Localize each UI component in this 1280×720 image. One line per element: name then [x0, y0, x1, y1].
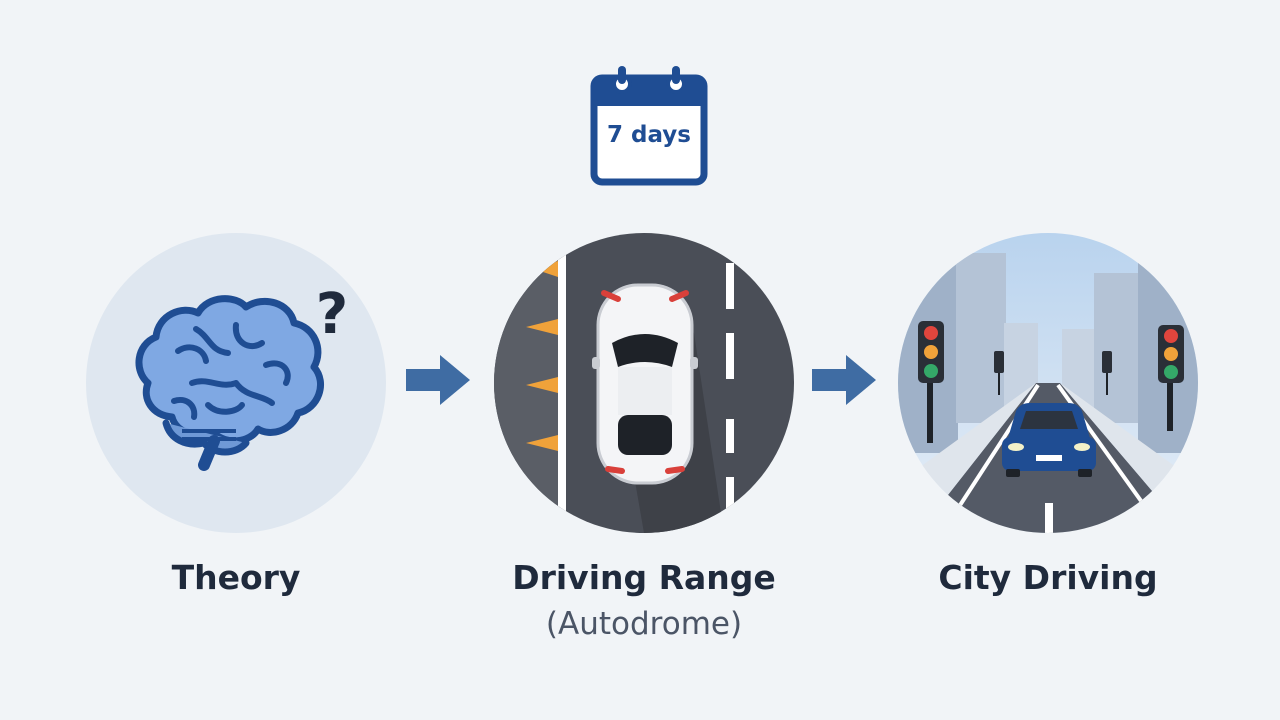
step-label-city-driving: City Driving: [938, 558, 1158, 597]
car-track-icon: [494, 233, 794, 533]
city-street-icon: [898, 233, 1198, 533]
step-sublabel-autodrome: (Autodrome): [545, 606, 743, 642]
question-mark-icon: ?: [316, 282, 348, 347]
brain-question-icon: ?: [135, 282, 348, 471]
duration-calendar: 7 days: [588, 62, 710, 186]
city-driving-circle: [898, 233, 1198, 533]
arrow-right-icon: [406, 355, 470, 405]
theory-circle: ?: [86, 233, 386, 533]
duration-label: 7 days: [607, 122, 691, 148]
step-label-theory: Theory: [171, 558, 301, 597]
step-label-driving-range: Driving Range: [512, 558, 776, 597]
arrow-right-icon: [812, 355, 876, 405]
driving-range-circle: [494, 233, 794, 533]
calendar-icon: [590, 66, 708, 186]
